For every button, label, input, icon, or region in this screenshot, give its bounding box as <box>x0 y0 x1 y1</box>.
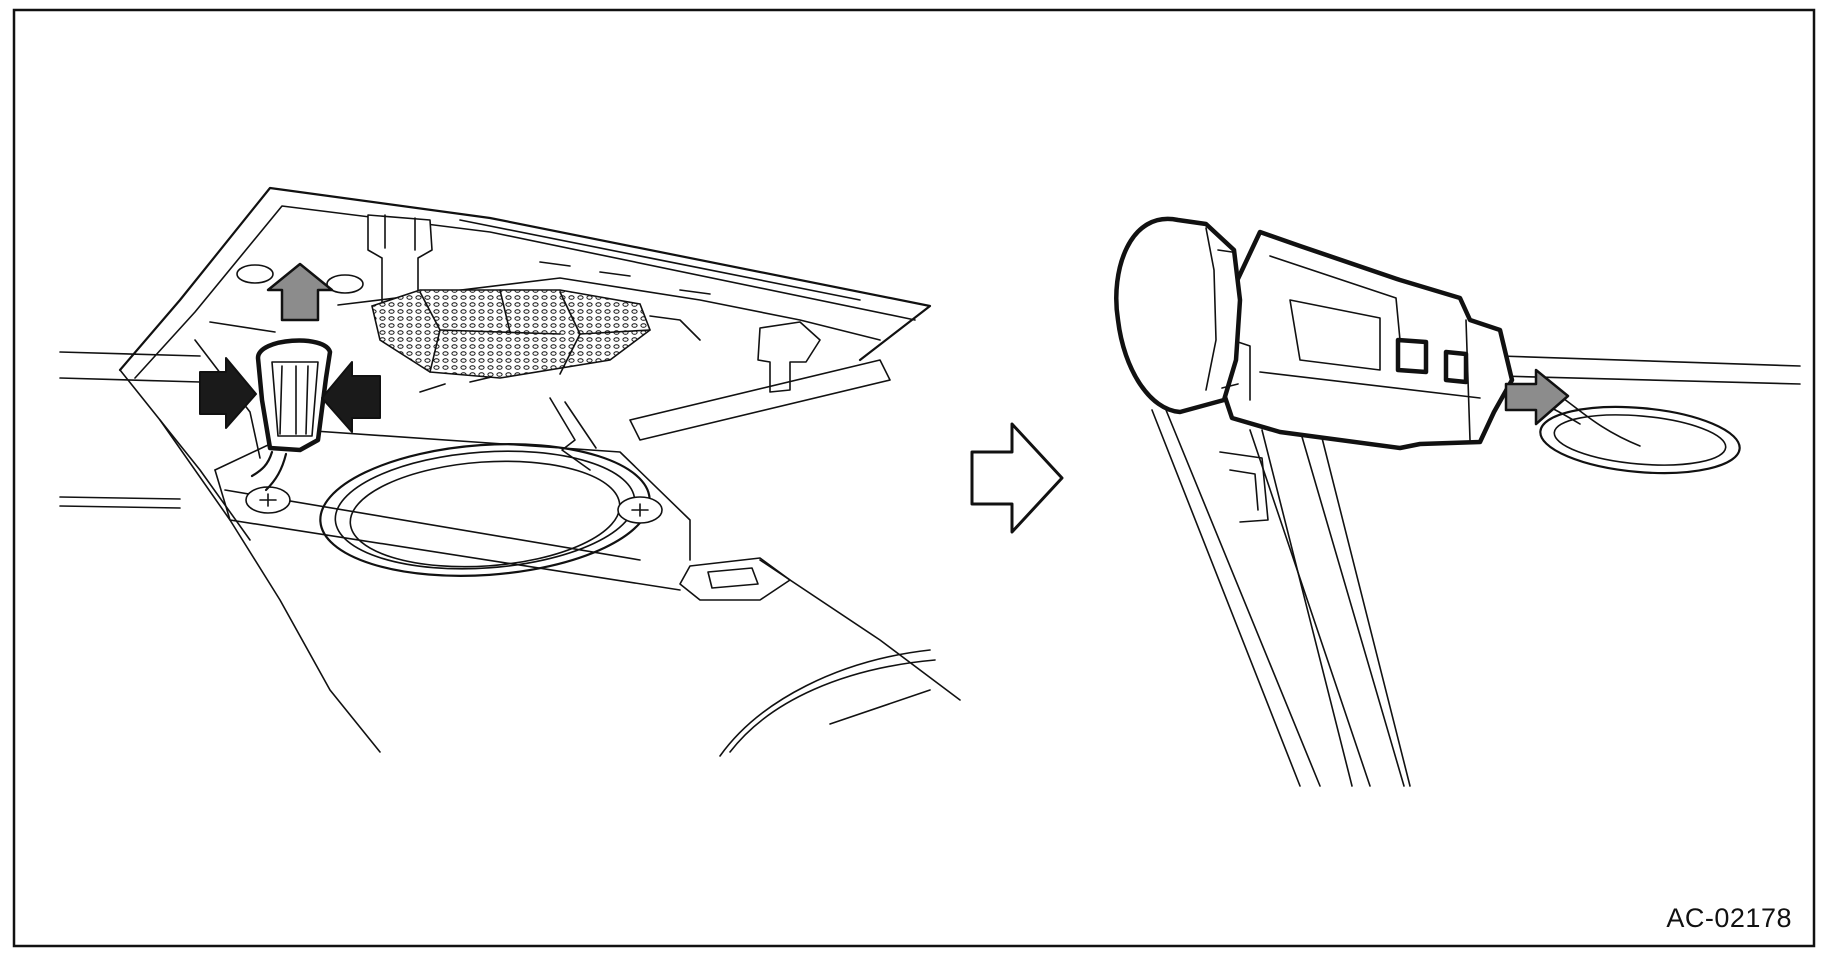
gray-arrow-icon <box>266 262 334 322</box>
screw-icon <box>617 496 663 524</box>
figure-frame <box>12 8 1816 948</box>
black-arrow-icon <box>321 361 381 433</box>
left-illustration-trim-panel <box>59 186 961 757</box>
screw-icon <box>245 486 291 514</box>
gray-arrow-icon <box>1504 368 1570 426</box>
figure-id-label: AC-02178 <box>1666 903 1792 933</box>
black-arrow-icon <box>199 357 257 429</box>
right-illustration-socket-removed <box>1114 216 1801 787</box>
open-arrow-icon <box>970 422 1064 534</box>
